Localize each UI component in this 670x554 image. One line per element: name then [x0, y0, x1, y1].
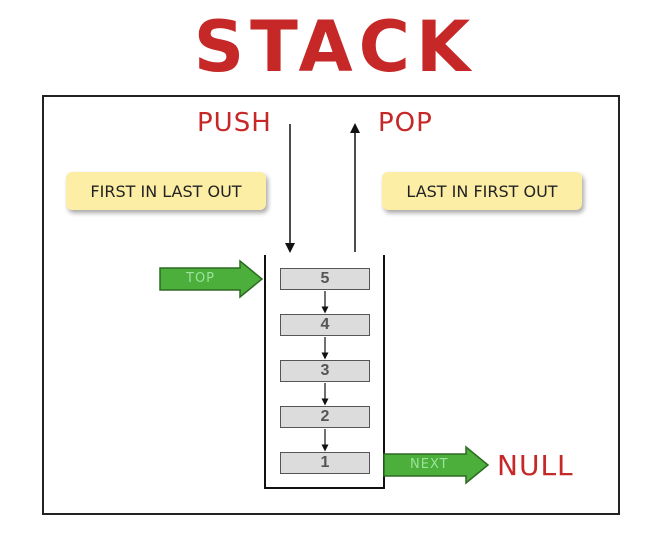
null-label: NULL	[497, 449, 574, 482]
top-label: TOP	[186, 271, 216, 286]
next-label: NEXT	[410, 457, 449, 472]
stack-item-2: 2	[280, 406, 370, 428]
top-arrow	[159, 259, 264, 299]
next-arrow	[383, 445, 490, 485]
stack-container	[264, 255, 385, 489]
stack-item-3: 3	[280, 360, 370, 382]
stack-item-1: 1	[280, 452, 370, 474]
note-first-in-last-out: FIRST IN LAST OUT	[66, 172, 266, 210]
stack-item-5: 5	[280, 268, 370, 290]
note-last-in-first-out: LAST IN FIRST OUT	[382, 172, 582, 210]
diagram-frame	[42, 95, 620, 515]
push-label: PUSH	[197, 108, 272, 138]
page-title: STACK	[193, 6, 477, 88]
stack-item-4: 4	[280, 314, 370, 336]
pop-label: POP	[378, 108, 433, 138]
